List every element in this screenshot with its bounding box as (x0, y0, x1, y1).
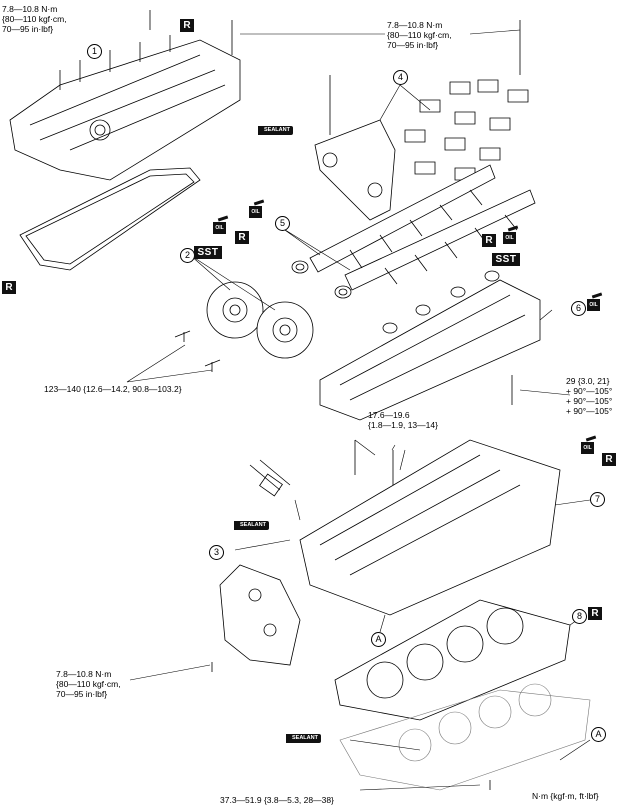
sealant-tag-cover: SEALANT (258, 126, 293, 135)
torque-cover-left: 7.8—10.8 N·m{80—110 kgf·cm,70—95 in·lbf} (2, 4, 67, 34)
cylinder-head (249, 439, 561, 616)
callout-6: 6 (571, 301, 586, 316)
cylinder-head-cover (9, 35, 241, 181)
replace-badge-head-gasket: R (588, 607, 602, 620)
callout-8: 8 (572, 609, 587, 624)
callout-5: 5 (275, 216, 290, 231)
camshaft-caps (314, 79, 529, 221)
callout-7: 7 (590, 492, 605, 507)
head-cover-gasket (19, 167, 201, 271)
callout-a-head: A (371, 632, 386, 647)
oil-can-icon: OIL (584, 292, 604, 313)
torque-bottom-bolt: 37.3—51.9 {3.8—5.3, 28—38} (220, 795, 334, 805)
oil-can-icon: OIL (210, 215, 230, 236)
torque-sprocket-bolt: 123—140 {12.6—14.2, 90.8—103.2} (44, 384, 182, 394)
sst-badge-right: SST (492, 253, 520, 266)
replace-badge-seals: R (482, 234, 496, 247)
camshaft-carrier (319, 270, 541, 421)
replace-badge-cover: R (180, 19, 194, 32)
oil-can-icon: OIL (246, 199, 266, 220)
torque-plate-bolt: 7.8—10.8 N·m{80—110 kgf·cm,70—95 in·lbf} (56, 669, 121, 699)
callout-2: 2 (180, 248, 195, 263)
oil-can-icon: OIL (500, 225, 520, 246)
torque-small-bolt: 17.6—19.6{1.8—1.9, 13—14} (368, 410, 438, 430)
camshaft-sprockets (174, 281, 314, 367)
callout-4: 4 (393, 70, 408, 85)
replace-badge-oring: R (602, 453, 616, 466)
replace-badge-gasket: R (2, 281, 16, 294)
callout-a-block: A (591, 727, 606, 742)
sst-badge-left: SST (194, 246, 222, 259)
units-note: N·m {kgf·m, ft·lbf} (532, 791, 599, 801)
bolts (149, 10, 521, 790)
sealant-tag-head: SEALANT (234, 521, 269, 530)
cylinder-head-gasket (334, 599, 571, 721)
plate-cover (219, 564, 301, 666)
callout-3: 3 (209, 545, 224, 560)
camshafts (309, 164, 536, 291)
replace-badge-sprocket: R (235, 231, 249, 244)
torque-cover-right: 7.8—10.8 N·m{80—110 kgf·cm,70—95 in·lbf} (387, 20, 452, 50)
oil-can-icon: OIL (578, 435, 598, 456)
cylinder-block-outline (339, 683, 591, 791)
torque-head-bolt: 29 {3.0, 21}+ 90°—105°+ 90°—105°+ 90°—10… (566, 376, 613, 416)
sealant-tag-block: SEALANT (286, 734, 321, 743)
oil-seals (291, 260, 352, 299)
callout-1: 1 (87, 44, 102, 59)
